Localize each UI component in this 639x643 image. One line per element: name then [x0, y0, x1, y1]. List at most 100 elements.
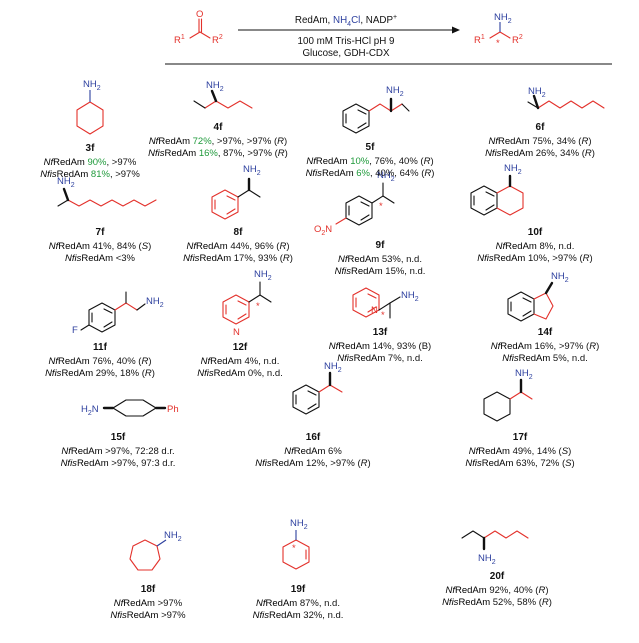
- compound-8f-nf-result: NfRedAm 44%, 96% (R): [187, 241, 290, 252]
- svg-text:R2: R2: [212, 34, 223, 46]
- svg-text:NH2: NH2: [386, 85, 404, 98]
- compound-18f-structure: NH2: [129, 530, 182, 571]
- compound-number-17f: 17f: [513, 432, 528, 443]
- svg-text:R1: R1: [474, 34, 485, 46]
- compound-number-8f: 8f: [234, 227, 244, 238]
- compound-14f-nf-result: NfRedAm 16%, >97% (R): [491, 341, 600, 352]
- compound-5f-structure: NH2: [342, 85, 410, 134]
- reaction-arrow: [238, 26, 460, 34]
- svg-text:NH2: NH2: [290, 518, 308, 531]
- compound-18f-nfis-result: NfisRedAm >97%: [110, 610, 186, 621]
- svg-text:NH2: NH2: [377, 170, 395, 183]
- compound-15f-nf-result: NfRedAm >97%, 72:28 d.r.: [61, 446, 174, 457]
- svg-text:NH2: NH2: [401, 290, 419, 303]
- compound-12f-structure: NH2 * N: [222, 269, 272, 338]
- compound-6f-nf-result: NfRedAm 75%, 34% (R): [489, 136, 592, 147]
- compound-8f-nfis-result: NfisRedAm 17%, 93% (R): [183, 253, 293, 264]
- svg-text:N: N: [233, 327, 240, 338]
- compound-number-16f: 16f: [306, 432, 321, 443]
- compound-number-5f: 5f: [366, 142, 376, 153]
- reagents-line-3: Glucose, GDH-CDX: [302, 48, 390, 59]
- compound-3f-nf-result: NfRedAm 90%, >97%: [44, 157, 137, 168]
- compound-11f-structure: NH2 F: [72, 291, 164, 336]
- compound-20f-nfis-result: NfisRedAm 52%, 58% (R): [442, 597, 552, 608]
- compound-7f-structure: NH2: [57, 176, 157, 207]
- compound-3f-structure: NH2: [76, 79, 104, 135]
- compound-12f-nfis-result: NfisRedAm 0%, n.d.: [197, 368, 283, 379]
- compound-number-7f: 7f: [96, 227, 106, 238]
- compound-17f-nf-result: NfRedAm 49%, 14% (S): [469, 446, 571, 457]
- svg-text:N: N: [371, 305, 378, 316]
- compound-number-13f: 13f: [373, 327, 388, 338]
- svg-text:O2N: O2N: [314, 224, 332, 237]
- compound-16f-structure: NH2: [292, 361, 343, 415]
- svg-text:R2: R2: [512, 34, 523, 46]
- compound-5f-nfis-result: NfisRedAm 6%, 40%, 64% (R): [306, 168, 435, 179]
- svg-text:NH2: NH2: [164, 530, 182, 543]
- product-nh2: NH: [494, 12, 508, 23]
- svg-text:NH2: NH2: [254, 269, 272, 282]
- compound-6f-structure: NH2: [527, 86, 605, 110]
- compound-number-12f: 12f: [233, 342, 248, 353]
- svg-text:NH2: NH2: [243, 164, 261, 177]
- compound-9f-nfis-result: NfisRedAm 15%, n.d.: [335, 266, 426, 277]
- compound-number-11f: 11f: [93, 342, 108, 353]
- svg-text:*: *: [379, 201, 383, 212]
- compound-number-14f: 14f: [538, 327, 553, 338]
- compound-number-20f: 20f: [490, 571, 505, 582]
- svg-text:NH2: NH2: [494, 12, 512, 25]
- svg-text:*: *: [381, 310, 385, 321]
- product-r2: R: [512, 35, 519, 46]
- compound-10f-structure: NH2: [470, 163, 524, 216]
- reagents-line-1: RedAm, NH4Cl, NADP+: [295, 14, 397, 28]
- compound-number-6f: 6f: [536, 122, 546, 133]
- svg-text:H2N: H2N: [81, 404, 99, 417]
- compound-13f-nf-result: NfRedAm 14%, 93% (B): [329, 341, 431, 352]
- svg-text:Ph: Ph: [167, 404, 179, 415]
- svg-text:NH2: NH2: [551, 271, 569, 284]
- compound-number-3f: 3f: [86, 143, 96, 154]
- compound-20f-structure: NH2: [461, 530, 529, 566]
- svg-text:NH2: NH2: [324, 361, 342, 374]
- compound-3f-nfis-result: NfisRedAm 81%, >97%: [40, 169, 140, 180]
- compound-12f-nf-result: NfRedAm 4%, n.d.: [201, 356, 280, 367]
- reactant-ketone: O R1 R2: [174, 9, 223, 46]
- compound-14f-nfis-result: NfisRedAm 5%, n.d.: [502, 353, 588, 364]
- compound-9f-nf-result: NfRedAm 53%, n.d.: [338, 254, 422, 265]
- compound-11f-nf-result: NfRedAm 76%, 40% (R): [49, 356, 152, 367]
- compound-10f-nfis-result: NfisRedAm 10%, >97% (R): [477, 253, 592, 264]
- compound-10f-nf-result: NfRedAm 8%, n.d.: [496, 241, 575, 252]
- reactant-r1: R: [174, 35, 181, 46]
- svg-text:NH2: NH2: [57, 176, 75, 189]
- compound-13f-nfis-result: NfisRedAm 7%, n.d.: [337, 353, 423, 364]
- product-stereocenter: *: [496, 38, 500, 49]
- compound-17f-structure: NH2: [483, 368, 533, 422]
- compound-number-15f: 15f: [111, 432, 126, 443]
- compound-19f-nfis-result: NfisRedAm 32%, n.d.: [253, 610, 344, 621]
- svg-text:R1: R1: [174, 34, 185, 46]
- svg-text:NH2: NH2: [83, 79, 101, 92]
- compound-9f-structure: NH2 * O2N: [314, 170, 395, 237]
- compound-15f-structure: H2N Ph: [81, 399, 179, 417]
- svg-text:NH2: NH2: [478, 553, 496, 566]
- product-amine: NH2 R1 R2 *: [474, 12, 523, 49]
- compound-4f-nf-result: NfRedAm 72%, >97%, >97% (R): [149, 136, 287, 147]
- compound-7f-nf-result: NfRedAm 41%, 84% (S): [49, 241, 151, 252]
- reactant-r2: R: [212, 35, 219, 46]
- compound-4f-structure: NH2: [193, 80, 253, 109]
- compound-number-4f: 4f: [214, 122, 224, 133]
- compound-number-19f: 19f: [291, 584, 306, 595]
- ketone-oxygen: O: [196, 9, 203, 20]
- compound-8f-structure: NH2: [211, 164, 261, 220]
- compound-6f-nfis-result: NfisRedAm 26%, 34% (R): [485, 148, 595, 159]
- svg-text:NH2: NH2: [206, 80, 224, 93]
- compound-14f-structure: NH2: [507, 271, 569, 322]
- svg-text:NH2: NH2: [146, 296, 164, 309]
- compound-16f-nfis-result: NfisRedAm 12%, >97% (R): [255, 458, 370, 469]
- compound-20f-nf-result: NfRedAm 92%, 40% (R): [446, 585, 549, 596]
- compound-19f-nf-result: NfRedAm 87%, n.d.: [256, 598, 340, 609]
- compound-17f-nfis-result: NfisRedAm 63%, 72% (S): [465, 458, 574, 469]
- svg-text:NH2: NH2: [528, 86, 546, 99]
